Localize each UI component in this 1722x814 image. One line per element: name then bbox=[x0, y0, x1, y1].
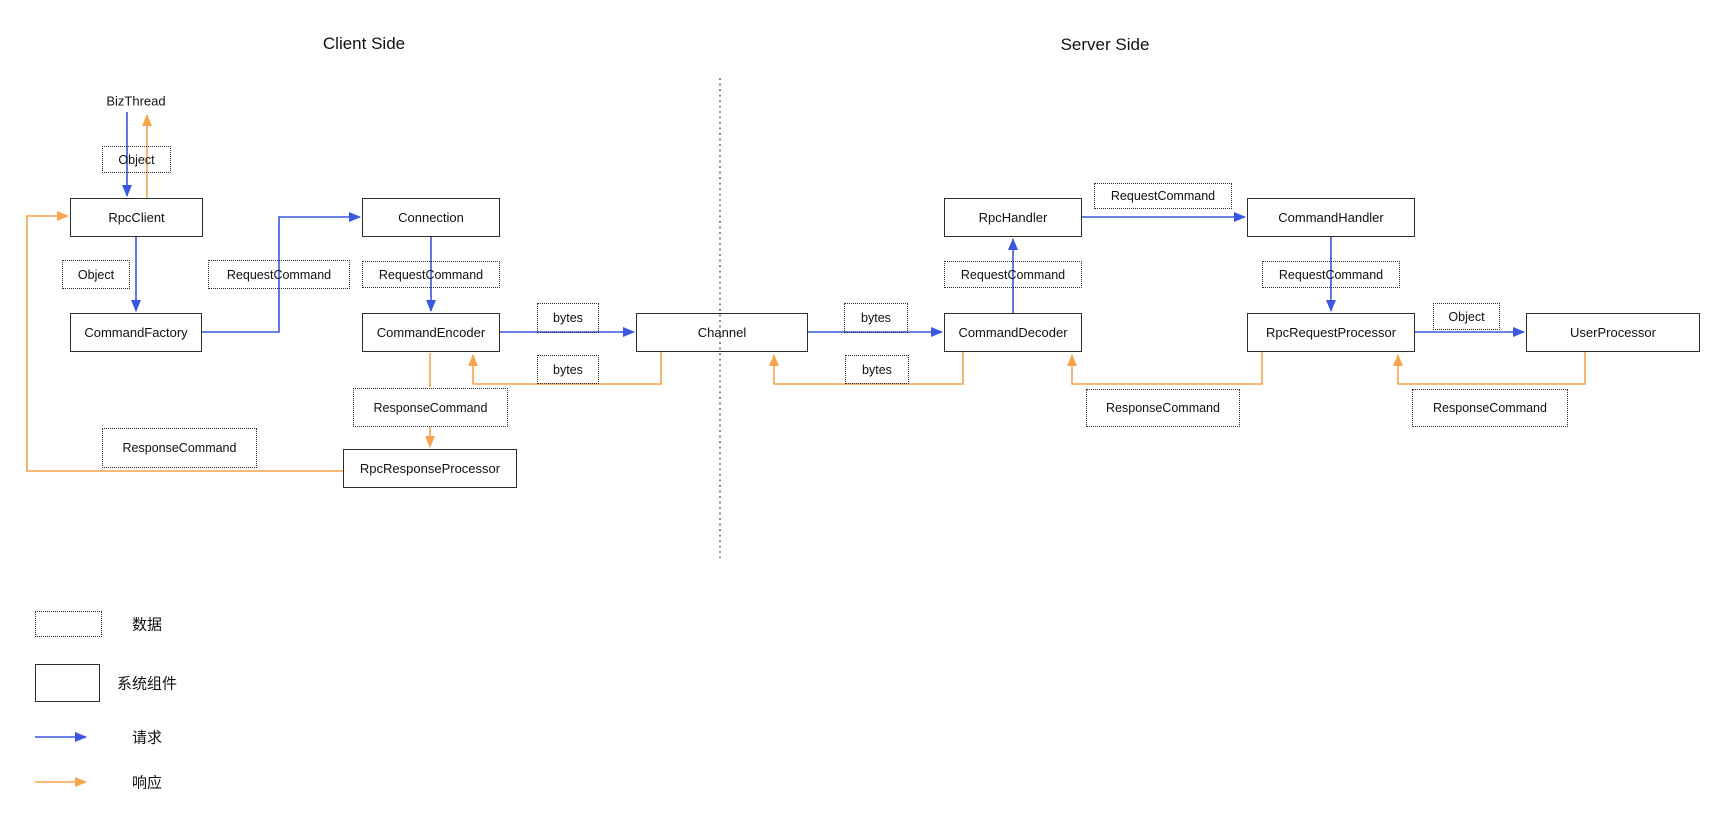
node-commanddecoder: CommandDecoder bbox=[944, 313, 1082, 352]
data-requestcommand-processor: RequestCommand bbox=[1262, 261, 1400, 288]
arrow-commandfactory-to-connection bbox=[202, 212, 361, 333]
data-responsecommand-server-left: ResponseCommand bbox=[1086, 389, 1240, 427]
node-userprocessor: UserProcessor bbox=[1526, 313, 1700, 352]
data-bytes-channel-response: bytes bbox=[845, 355, 909, 384]
data-bytes-decoder-in: bytes bbox=[844, 303, 908, 333]
data-requestcommand-connection: RequestCommand bbox=[362, 261, 500, 288]
legend-data-label: 数据 bbox=[132, 616, 163, 634]
data-requestcommand-decoder: RequestCommand bbox=[944, 261, 1082, 288]
legend-component-swatch bbox=[35, 664, 100, 702]
legend-request-label: 请求 bbox=[132, 729, 163, 747]
legend-response-label: 响应 bbox=[132, 774, 163, 792]
legend-component-label: 系统组件 bbox=[117, 675, 178, 693]
data-requestcommand-handler: RequestCommand bbox=[1094, 183, 1232, 209]
node-rpcclient: RpcClient bbox=[70, 198, 203, 237]
legend-data-swatch bbox=[35, 611, 102, 637]
data-responsecommand-server-right: ResponseCommand bbox=[1412, 389, 1568, 427]
arrow-rpcrequestprocessor-to-commanddecoder-response bbox=[1067, 352, 1263, 385]
data-bytes-channel-in: bytes bbox=[537, 355, 599, 384]
data-object-rpcclient: Object bbox=[62, 260, 130, 289]
node-rpcresponseprocessor: RpcResponseProcessor bbox=[343, 449, 517, 488]
arrow-commanddecoder-to-channel-response bbox=[769, 352, 964, 385]
node-connection: Connection bbox=[362, 198, 500, 237]
arrow-channel-to-commandencoder-response bbox=[468, 352, 662, 385]
server-side-title: Server Side bbox=[1060, 35, 1150, 54]
data-object-bizthread: Object bbox=[102, 146, 171, 173]
data-responsecommand-client: ResponseCommand bbox=[102, 428, 257, 468]
node-rpchandler: RpcHandler bbox=[944, 198, 1082, 237]
arrow-userprocessor-to-rpcrequestprocessor-response bbox=[1393, 352, 1586, 385]
node-commandencoder: CommandEncoder bbox=[362, 313, 500, 352]
node-commandhandler: CommandHandler bbox=[1247, 198, 1415, 237]
data-bytes-encoder-out: bytes bbox=[537, 303, 599, 333]
data-object-userprocessor: Object bbox=[1433, 303, 1500, 330]
client-side-title: Client Side bbox=[322, 34, 406, 53]
node-commandfactory: CommandFactory bbox=[70, 313, 202, 352]
arrow-rpcresponseprocessor-to-rpcclient bbox=[26, 211, 343, 472]
node-rpcrequestprocessor: RpcRequestProcessor bbox=[1247, 313, 1415, 352]
data-requestcommand-factory: RequestCommand bbox=[208, 260, 350, 289]
data-responsecommand-encoder: ResponseCommand bbox=[353, 388, 508, 427]
node-channel: Channel bbox=[636, 313, 808, 352]
bizthread-label: BizThread bbox=[106, 93, 166, 109]
